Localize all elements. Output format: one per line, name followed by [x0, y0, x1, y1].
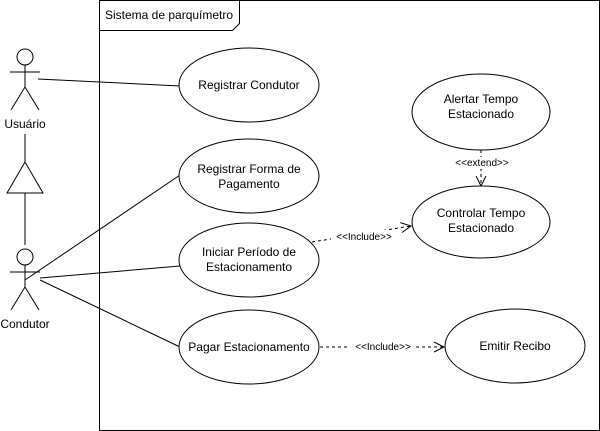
use-case-alertar-tempo[interactable]: Alertar Tempo Estacionado — [411, 73, 551, 151]
use-case-registrar-condutor[interactable]: Registrar Condutor — [178, 47, 320, 123]
associations — [24, 78, 181, 348]
use-case-alertar-line2: Estacionado — [448, 107, 514, 121]
system-name: Sistema de parquímetro — [105, 8, 233, 22]
extend-label: <<extend>> — [455, 158, 509, 169]
use-case-iniciar-periodo[interactable]: Iniciar Período de Estacionamento — [178, 222, 320, 298]
use-case-registrar-forma-pagamento[interactable]: Registrar Forma de Pagamento — [178, 138, 320, 214]
actor-condutor[interactable] — [10, 248, 40, 311]
include-relation-2: <<Include>> — [320, 340, 444, 353]
use-case-alertar-line1: Alertar Tempo — [444, 92, 519, 106]
use-case-registrar-forma-line2: Pagamento — [218, 177, 280, 191]
use-case-controlar-line1: Controlar Tempo — [437, 206, 526, 220]
extend-relation: <<extend>> — [451, 150, 513, 186]
use-case-pagar-label: Pagar Estacionamento — [188, 340, 310, 354]
actor-usuario-label: Usuário — [4, 117, 46, 131]
assoc-condutor-pagar — [39, 279, 181, 348]
actor-condutor-label: Condutor — [0, 317, 49, 331]
use-case-emitir-recibo[interactable]: Emitir Recibo — [444, 308, 586, 384]
use-case-controlar-tempo[interactable]: Controlar Tempo Estacionado — [411, 185, 551, 259]
actor-usuario[interactable] — [10, 48, 40, 111]
assoc-condutor-iniciar — [39, 265, 181, 279]
include-label-2: <<Include>> — [355, 342, 411, 353]
use-case-pagar-estacionamento[interactable]: Pagar Estacionamento — [178, 309, 320, 385]
assoc-usuario-registrar-condutor — [37, 78, 181, 87]
assoc-condutor-registrar-forma — [24, 174, 181, 281]
use-case-registrar-forma-line1: Registrar Forma de — [197, 162, 301, 176]
use-case-controlar-line2: Estacionado — [448, 221, 514, 235]
use-case-emitir-label: Emitir Recibo — [479, 339, 551, 353]
include-label-1: <<Include>> — [336, 232, 392, 243]
generalization-arrow — [6, 134, 44, 245]
use-case-iniciar-periodo-line2: Estacionamento — [206, 260, 292, 274]
include-relation-1: <<Include>> — [311, 226, 411, 243]
use-case-iniciar-periodo-line1: Iniciar Período de — [202, 245, 296, 259]
use-case-registrar-condutor-label: Registrar Condutor — [198, 78, 299, 92]
